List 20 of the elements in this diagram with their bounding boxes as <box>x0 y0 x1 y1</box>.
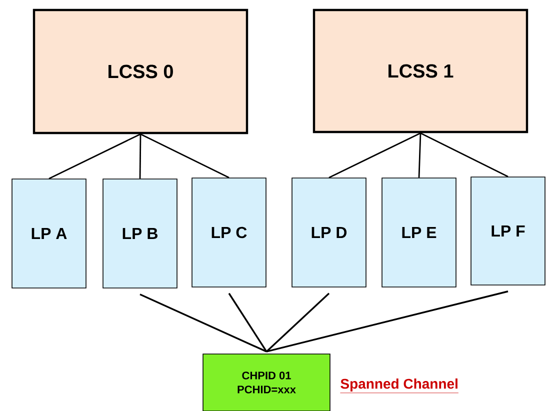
connector-line <box>139 134 142 179</box>
lp-box: LP C <box>192 178 266 288</box>
connector-line <box>48 133 141 180</box>
lp-box: LP A <box>12 178 86 288</box>
connector-line <box>266 292 330 352</box>
chpid-box: CHPID 01 PCHID=xxx <box>202 354 330 411</box>
connector-line <box>266 290 508 352</box>
connector-line <box>418 133 422 178</box>
connector-line <box>228 292 268 352</box>
lcss-box: LCSS 1 <box>312 8 528 134</box>
lp-box: LP F <box>470 176 546 286</box>
lp-box: LP E <box>382 178 456 288</box>
caption-text: Spanned Channel <box>340 378 459 394</box>
connector-line <box>140 133 230 178</box>
lp-box: LP B <box>102 178 178 288</box>
connector-line <box>328 132 421 178</box>
connector-line <box>420 132 508 178</box>
connector-line <box>140 294 267 352</box>
lcss-box: LCSS 0 <box>32 8 248 134</box>
lp-box: LP D <box>292 178 366 288</box>
